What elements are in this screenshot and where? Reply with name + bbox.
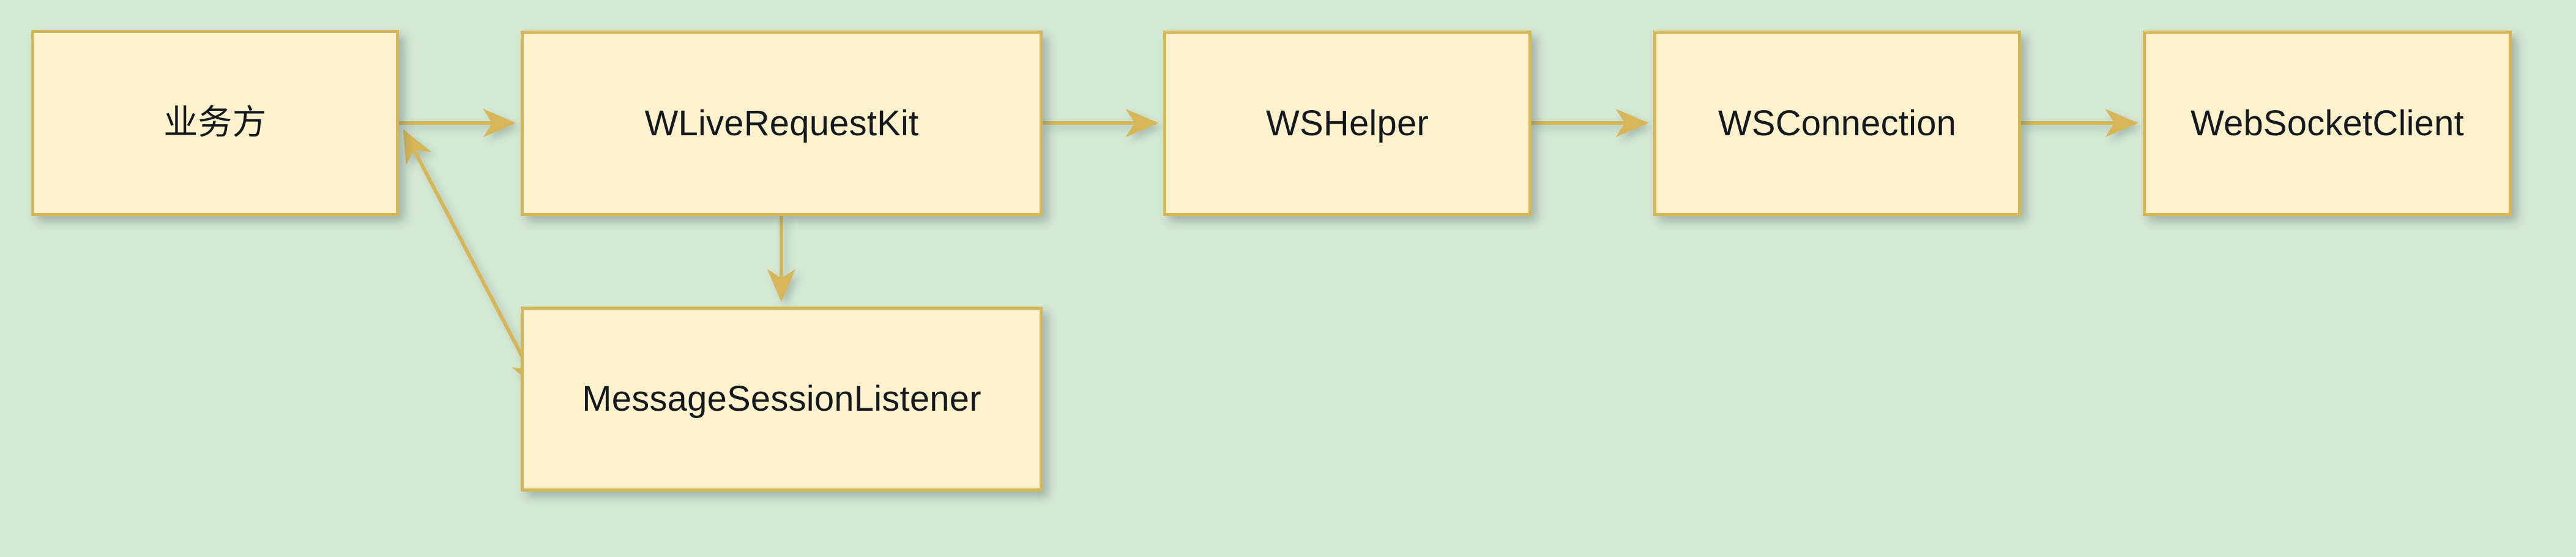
- node-wshelper[interactable]: WSHelper: [1163, 31, 1532, 216]
- node-label-wsconnection: WSConnection: [1718, 103, 1957, 143]
- node-label-wliverequestkit: WLiveRequestKit: [644, 103, 919, 143]
- node-label-wshelper: WSHelper: [1266, 103, 1429, 143]
- node-wsconnection[interactable]: WSConnection: [1653, 31, 2021, 216]
- node-messagesessionlistener[interactable]: MessageSessionListener: [521, 307, 1043, 492]
- node-websocketclient[interactable]: WebSocketClient: [2143, 31, 2512, 216]
- edge-messagesessionlistener-to-business: [403, 129, 540, 391]
- node-label-websocketclient: WebSocketClient: [2191, 103, 2464, 143]
- node-label-messagesessionlistener: MessageSessionListener: [582, 379, 981, 419]
- node-label-business: 业务方: [163, 103, 267, 143]
- node-business[interactable]: 业务方: [31, 30, 399, 216]
- node-wliverequestkit[interactable]: WLiveRequestKit: [521, 31, 1043, 216]
